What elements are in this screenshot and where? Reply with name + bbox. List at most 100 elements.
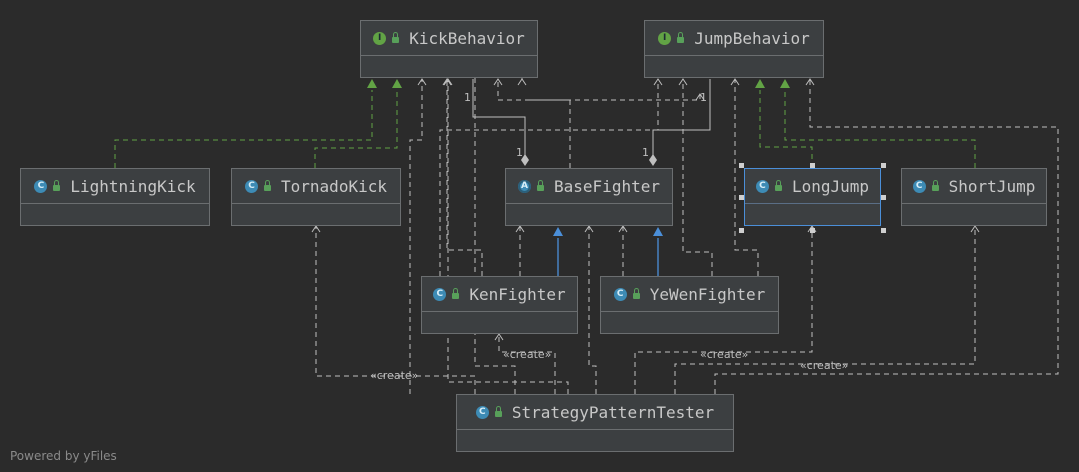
- node-lightning-kick[interactable]: C LightningKick: [20, 168, 210, 226]
- dependency-arrowhead: [584, 225, 594, 233]
- class-icon: C: [613, 287, 627, 301]
- multiplicity-label: 1: [516, 146, 523, 159]
- public-lock-icon: [452, 288, 460, 299]
- main-class-icon: C: [475, 405, 489, 419]
- dependency-arrowhead: [805, 78, 815, 86]
- class-icon: C: [912, 179, 926, 193]
- dependency-arrowhead: [515, 225, 525, 233]
- aggregation-diamond: [649, 154, 657, 166]
- node-title: TornadoKick: [281, 176, 387, 196]
- multiplicity-label: 1: [464, 91, 471, 104]
- realization-arrowhead: [780, 79, 790, 88]
- selection-handle[interactable]: [739, 163, 744, 168]
- dependency-arrowhead: [695, 93, 705, 101]
- node-title: LightningKick: [70, 176, 196, 196]
- node-header: C LongJump: [745, 169, 880, 204]
- class-icon: C: [34, 179, 48, 193]
- dependency-edge: [497, 79, 571, 168]
- selection-handle[interactable]: [881, 228, 886, 233]
- class-icon: C: [245, 179, 259, 193]
- class-icon: C: [755, 179, 769, 193]
- public-lock-icon: [392, 32, 400, 43]
- node-header: C TornadoKick: [232, 169, 400, 204]
- selection-handle[interactable]: [739, 228, 744, 233]
- public-lock-icon: [931, 180, 939, 191]
- node-header: I JumpBehavior: [645, 21, 823, 56]
- dependency-edge: [588, 226, 597, 394]
- generalization-arrowhead: [553, 227, 563, 236]
- dependency-edge: [634, 226, 813, 394]
- node-header: A BaseFighter: [506, 169, 672, 204]
- class-icon: C: [433, 287, 447, 301]
- selection-handle[interactable]: [881, 195, 886, 200]
- dependency-edge: [409, 79, 423, 394]
- public-lock-icon: [537, 180, 545, 191]
- dependency-edge: [734, 79, 759, 276]
- node-long-jump[interactable]: C LongJump: [744, 168, 881, 226]
- create-stereotype-label: «create»: [700, 348, 749, 361]
- node-strategy-pattern-tester[interactable]: C StrategyPatternTester: [456, 394, 734, 452]
- multiplicity-label: 1: [642, 146, 649, 159]
- multiplicity-label: 1: [700, 91, 707, 104]
- node-title: JumpBehavior: [694, 28, 810, 48]
- dependency-edge: [439, 79, 659, 276]
- dependency-edge: [714, 79, 1059, 394]
- dependency-arrowhead: [493, 78, 503, 86]
- node-header: C StrategyPatternTester: [457, 395, 733, 430]
- footer-credit: Powered by yFiles: [10, 449, 117, 463]
- aggregation-edge: [652, 79, 711, 158]
- generalization-arrowhead: [653, 227, 663, 236]
- dependency-arrowhead: [970, 225, 980, 233]
- abstract-class-icon: A: [518, 179, 532, 193]
- aggregation-diamond: [521, 154, 529, 166]
- dependency-edge: [446, 79, 483, 276]
- node-base-fighter[interactable]: A BaseFighter: [505, 168, 673, 226]
- node-ken-fighter[interactable]: C KenFighter: [421, 276, 578, 334]
- create-stereotype-label: «create»: [503, 348, 552, 361]
- node-header: I KickBehavior: [361, 21, 537, 56]
- node-kick-behavior[interactable]: I KickBehavior: [360, 20, 538, 78]
- node-title: KenFighter: [469, 284, 566, 304]
- dependency-edge: [674, 226, 976, 394]
- node-title: LongJump: [791, 176, 870, 196]
- selection-handle[interactable]: [810, 163, 815, 168]
- dependency-arrowhead: [653, 78, 663, 86]
- selection-handle[interactable]: [881, 163, 886, 168]
- dependency-edge: [498, 334, 556, 394]
- dependency-arrowhead: [517, 78, 527, 86]
- node-header: C LightningKick: [21, 169, 209, 204]
- node-jump-behavior[interactable]: I JumpBehavior: [644, 20, 824, 78]
- dependency-edge: [315, 226, 476, 394]
- realization-edge: [114, 90, 373, 168]
- interface-icon: I: [658, 31, 672, 45]
- realization-arrowhead: [392, 79, 402, 88]
- node-short-jump[interactable]: C ShortJump: [901, 168, 1047, 226]
- dependency-edge: [530, 94, 701, 101]
- public-lock-icon: [494, 406, 502, 417]
- node-header: C YeWenFighter: [601, 277, 778, 312]
- dependency-arrowhead: [730, 78, 740, 86]
- dependency-arrowhead: [618, 225, 628, 233]
- realization-edge: [759, 90, 813, 168]
- dependency-arrowhead: [311, 225, 321, 233]
- realization-arrowhead: [755, 79, 765, 88]
- aggregation-edge: [472, 79, 526, 158]
- selection-handle[interactable]: [739, 195, 744, 200]
- dependency-arrowhead: [443, 78, 453, 86]
- node-title: KickBehavior: [409, 28, 525, 48]
- node-ye-wen-fighter[interactable]: C YeWenFighter: [600, 276, 779, 334]
- dependency-arrowhead: [494, 333, 504, 341]
- dependency-edge: [682, 79, 713, 276]
- selection-handle[interactable]: [810, 228, 815, 233]
- node-title: YeWenFighter: [649, 284, 766, 304]
- create-stereotype-label: «create»: [370, 369, 419, 382]
- dependency-edge: [447, 79, 569, 394]
- realization-arrowhead: [367, 79, 377, 88]
- public-lock-icon: [264, 180, 272, 191]
- node-title: BaseFighter: [554, 176, 660, 196]
- realization-edge: [314, 90, 398, 168]
- dependency-arrowhead: [417, 78, 427, 86]
- dependency-arrowhead: [442, 78, 452, 86]
- node-tornado-kick[interactable]: C TornadoKick: [231, 168, 401, 226]
